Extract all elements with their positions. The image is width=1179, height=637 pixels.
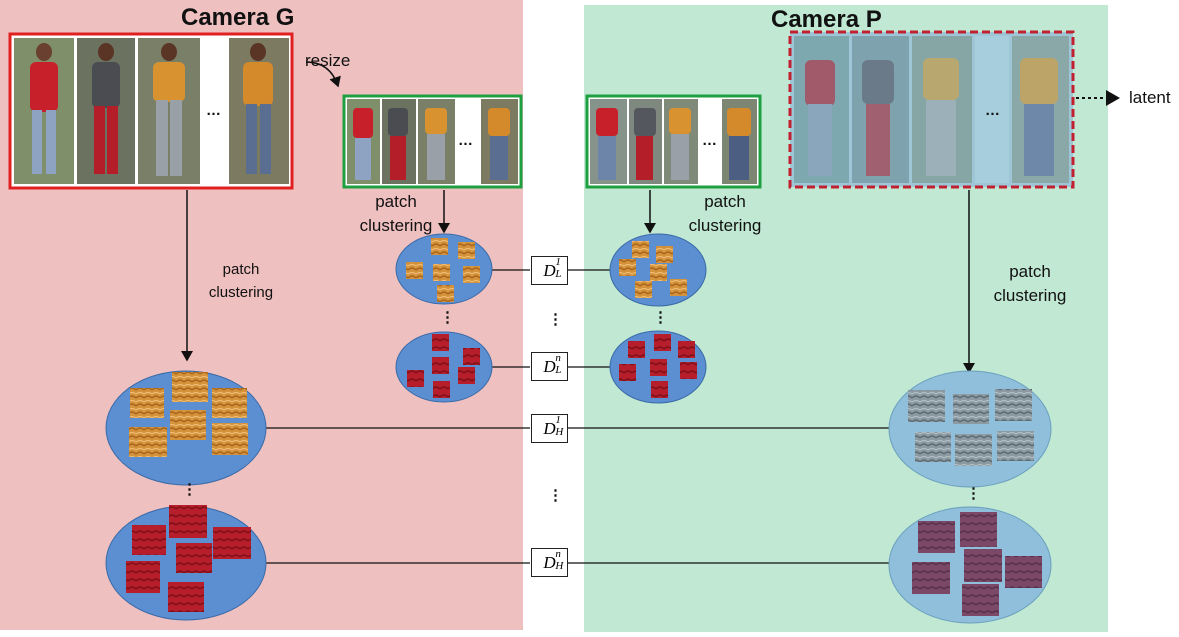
g-lowres-ellipsis: …: [458, 132, 473, 149]
patch-clustering-label-g-low: patch clustering: [359, 192, 433, 235]
g-high-vdots: ⋮: [182, 481, 197, 498]
camera-g-lowres-strip: [342, 94, 523, 189]
patch-clustering-label-p-high: patch clustering: [993, 262, 1067, 305]
camera-p-latent-strip: [788, 30, 1075, 189]
cluster-g-high-red: [105, 505, 267, 621]
camera-p-lowres-strip: [585, 94, 762, 189]
center-high-vdots: ⋮: [548, 487, 563, 504]
p-low-vdots: ⋮: [653, 309, 668, 326]
p-latent-ellipsis: …: [985, 102, 1000, 119]
g-highres-ellipsis: …: [206, 102, 221, 119]
patch-clustering-label-g-high: patch clustering: [208, 261, 274, 301]
resize-label: resize: [305, 51, 351, 70]
cluster-p-low-orange: [609, 233, 707, 307]
cluster-g-low-red: [395, 331, 493, 403]
patch-clustering-label-p-low: patch clustering: [688, 192, 762, 235]
p-lowres-ellipsis: …: [702, 132, 717, 149]
g-low-vdots: ⋮: [440, 309, 455, 326]
p-high-vdots: ⋮: [966, 485, 981, 502]
cluster-g-low-orange: [395, 233, 493, 305]
camera-g-title: Camera G: [181, 4, 295, 31]
center-low-vdots: ⋮: [548, 311, 563, 328]
latent-label: latent: [1129, 88, 1171, 107]
camera-p-title: Camera P: [771, 6, 882, 33]
camera-g-highres-strip: [8, 32, 294, 190]
cluster-p-high-orange: [888, 370, 1052, 488]
resize-arrow: [305, 61, 341, 88]
cluster-g-high-orange: [105, 370, 267, 486]
cluster-p-high-red: [888, 506, 1052, 624]
cluster-p-low-red: [609, 330, 707, 404]
